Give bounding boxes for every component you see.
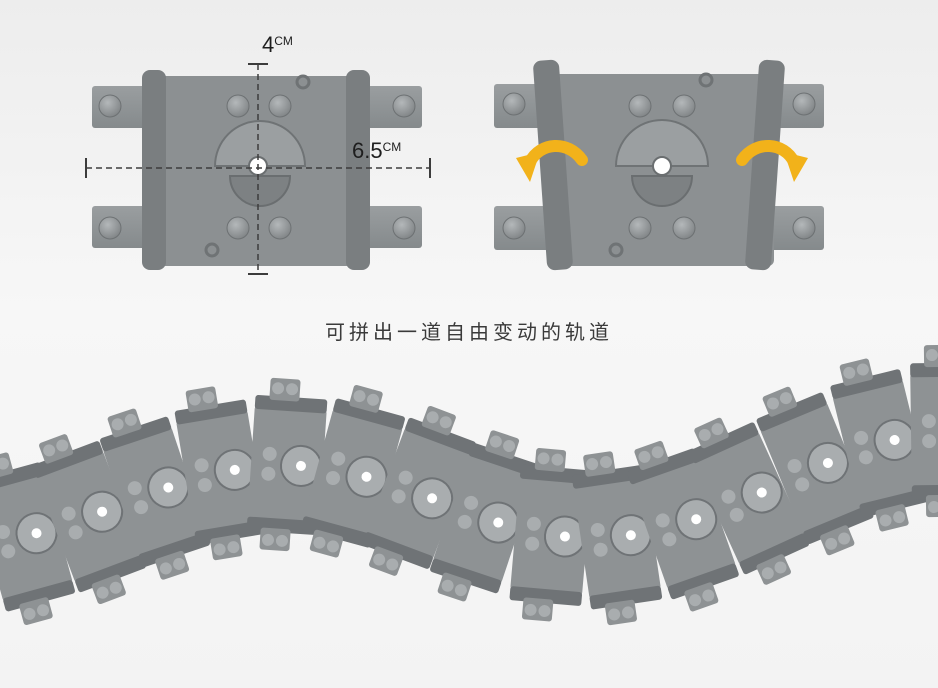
curved-arrow-left-icon [516, 140, 588, 182]
width-unit: CM [382, 140, 402, 154]
height-dimension-label: 4CM [262, 32, 293, 58]
track-segment [32, 434, 146, 605]
track-segment [910, 344, 938, 518]
width-dimension-label: 6.5CM [352, 138, 401, 164]
track-segment [689, 417, 809, 585]
height-value: 4 [262, 32, 275, 57]
track-piece-right [494, 59, 824, 271]
track-segment [174, 386, 268, 561]
track-segment [627, 440, 739, 612]
height-unit: CM [274, 34, 293, 48]
width-value: 6.5 [352, 138, 383, 163]
track-segment [362, 405, 476, 576]
track-segment [756, 386, 874, 556]
track-piece-left [85, 63, 431, 275]
track-segment [246, 377, 328, 552]
curved-arrow-right-icon [736, 140, 808, 182]
caption: 可拼出一道自由变动的轨道 [325, 320, 613, 344]
track-segment [509, 448, 593, 622]
flexible-track-chain [0, 344, 938, 626]
